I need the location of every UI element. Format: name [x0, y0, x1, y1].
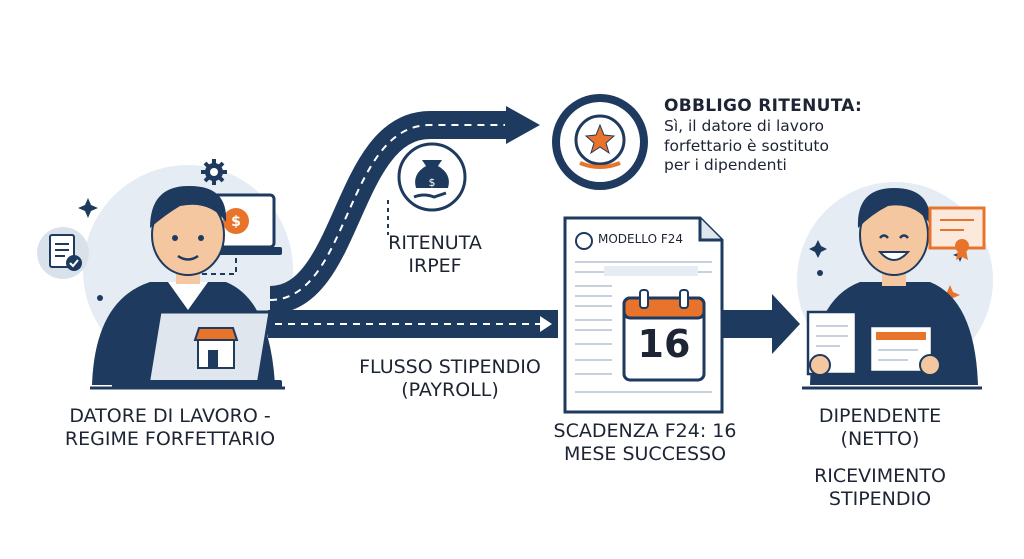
employer-label-line2: REGIME FORFETTARIO: [64, 427, 276, 450]
deadline-line2: MESE SUCCESSO: [563, 442, 727, 465]
employer-label-line1: DATORE DI LAVORO -: [69, 405, 271, 427]
employee-label: DIPENDENTE (NETTO): [770, 405, 990, 451]
employee-person: [806, 188, 978, 385]
payroll-flow-arrow: [268, 294, 800, 354]
shop-icon: [193, 327, 239, 369]
payroll-label-line1: FLUSSO STIPENDIO: [359, 356, 541, 378]
payroll-flow-label: FLUSSO STIPENDIO (PAYROLL): [335, 356, 565, 402]
withholding-flow-arrow: [268, 106, 540, 314]
gear-icon: [201, 159, 227, 185]
employer-label: DATORE DI LAVORO - REGIME FORFETTARIO: [20, 405, 320, 451]
document-check-icon: [37, 227, 89, 279]
ritenuta-label-line1: RITENUTA: [388, 232, 482, 254]
f24-deadline-label: SCADENZA F24: 16 MESE SUCCESSO: [535, 420, 755, 466]
employee-label-line2: (NETTO): [840, 427, 920, 450]
ritenuta-label-line2: IRPEF: [408, 254, 462, 277]
payslip-icon: [806, 310, 858, 376]
svg-text:$: $: [429, 176, 436, 189]
employer-laptop: [112, 310, 282, 388]
emblem-icon: [552, 94, 648, 190]
certificate-icon: [928, 206, 986, 260]
obligation-callout: OBBLIGO RITENUTA: Sì, il datore di lavor…: [664, 96, 862, 175]
obligation-line3: per i dipendenti: [664, 156, 787, 174]
obligation-title: OBBLIGO RITENUTA:: [664, 96, 863, 116]
receive-salary-label: RICEVIMENTO STIPENDIO: [770, 465, 990, 511]
obligation-line2: forfettario è sostituto: [664, 136, 829, 155]
f24-form-title: MODELLO F24: [598, 232, 683, 246]
calendar-day: 16: [637, 322, 691, 366]
payroll-label-line2: (PAYROLL): [401, 378, 499, 401]
money-bag-hand-icon: $: [397, 142, 467, 212]
svg-text:$: $: [231, 214, 241, 230]
deadline-line1: SCADENZA F24: 16: [553, 420, 737, 442]
receive-line1: RICEVIMENTO: [814, 465, 946, 487]
employee-label-line1: DIPENDENTE: [818, 405, 942, 427]
obligation-line1: Sì, il datore di lavoro: [664, 117, 824, 136]
sparkle-orange-icon: [940, 285, 960, 305]
receive-line2: STIPENDIO: [828, 487, 932, 510]
ritenuta-label: RITENUTA IRPEF: [365, 232, 505, 278]
seal-icon: [575, 232, 593, 250]
calendar-icon: [622, 289, 706, 382]
laptop-connector: [200, 258, 237, 275]
